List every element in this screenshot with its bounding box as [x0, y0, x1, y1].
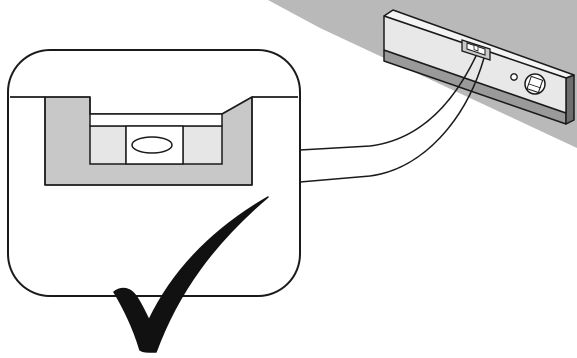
callout-line-upper [299, 55, 477, 151]
level-plumb-vial [524, 73, 546, 95]
level-screw-hole [510, 73, 518, 81]
level-vial-window [461, 39, 491, 61]
level-front-face [383, 15, 567, 114]
callout-line-lower [299, 57, 485, 183]
spirit-level [383, 9, 575, 125]
level-end-face [565, 74, 575, 125]
checkmark-icon [113, 196, 269, 353]
vial-tube-lip [89, 113, 223, 127]
vial-bubble [131, 136, 173, 154]
vial-zoom-callout [7, 49, 301, 297]
